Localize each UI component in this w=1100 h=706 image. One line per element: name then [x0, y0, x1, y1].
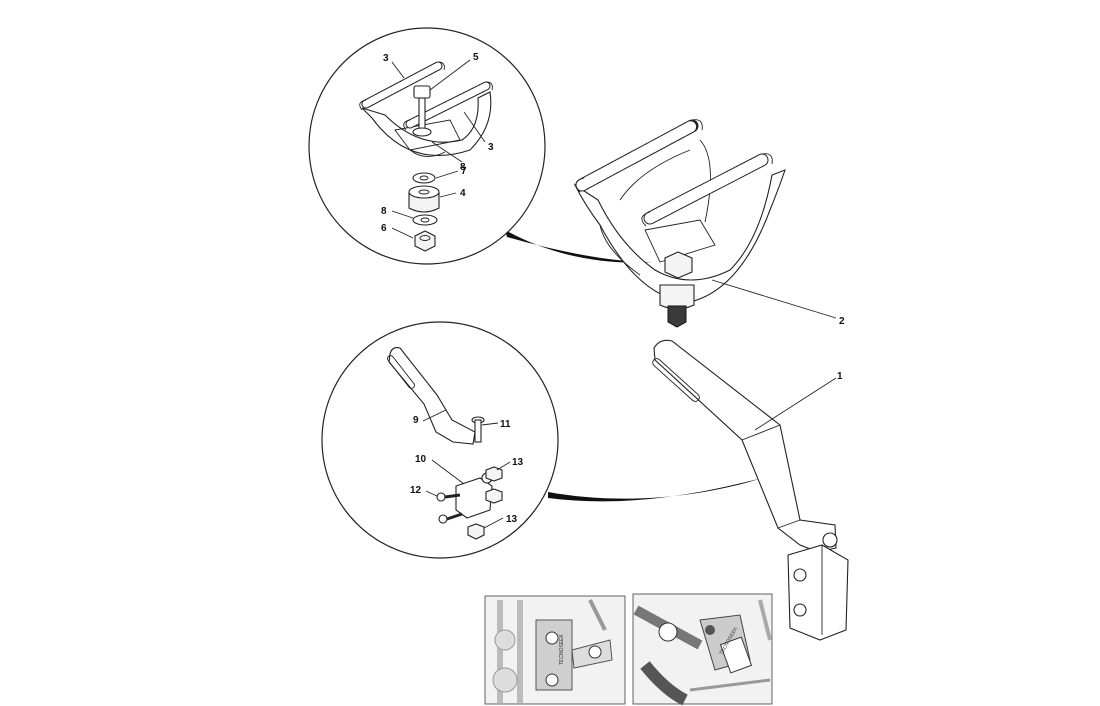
callout-7: 7	[461, 166, 467, 177]
reference-photo-left: TECNOSEEK	[484, 595, 626, 705]
callout-8-upper: 8	[460, 162, 466, 173]
callout-13-lower: 13	[506, 514, 518, 525]
washer-7	[412, 172, 436, 184]
cradle-small	[361, 91, 492, 157]
callout-10: 10	[415, 454, 427, 465]
callout-11: 11	[500, 419, 511, 430]
nut-6	[414, 230, 436, 252]
callout-2: 2	[839, 316, 845, 327]
clamp-block-10	[455, 477, 493, 519]
connector-swoosh-bottom	[548, 478, 762, 502]
callout-1: 1	[837, 371, 843, 382]
detail-circle-bracket: 9 11 10 13 12 13	[321, 321, 559, 559]
callout-5: 5	[473, 52, 479, 63]
spring-main-right	[641, 153, 773, 227]
reference-photo-right: TECNOSEEK	[632, 593, 773, 706]
connector-swoosh-top	[505, 230, 652, 263]
spring-main-left	[575, 119, 703, 193]
callout-8-lower: 8	[381, 206, 387, 217]
callout-6: 6	[381, 223, 387, 234]
bolt-12	[436, 492, 463, 524]
nut-13-upper	[485, 466, 503, 482]
callout-4: 4	[460, 188, 466, 199]
callout-12: 12	[410, 485, 422, 496]
bracket-9	[388, 347, 476, 445]
washer-8	[412, 214, 438, 226]
callout-3-lower: 3	[488, 142, 494, 153]
nut-13-lower	[467, 523, 485, 540]
rubber-mount-4	[408, 185, 440, 213]
nut-13-side	[485, 488, 503, 504]
bolt-11	[471, 416, 485, 443]
detail-circle-hanger: 3 5 3 8 7 4 8 6	[308, 27, 546, 265]
photo-badge-left: TECNOSEEK	[559, 633, 565, 665]
clamp-block	[787, 544, 849, 641]
callout-3-upper: 3	[383, 53, 389, 64]
slotted-bracket-arm	[653, 339, 837, 553]
exhaust-hanger-assembly: 2	[573, 119, 845, 328]
hanger-cradle	[573, 169, 786, 303]
bolt-5	[412, 85, 432, 137]
bracket-assembly: 1	[652, 339, 849, 641]
callout-9: 9	[413, 415, 419, 426]
spring-small-left	[359, 61, 445, 111]
callout-13-upper: 13	[512, 457, 524, 468]
